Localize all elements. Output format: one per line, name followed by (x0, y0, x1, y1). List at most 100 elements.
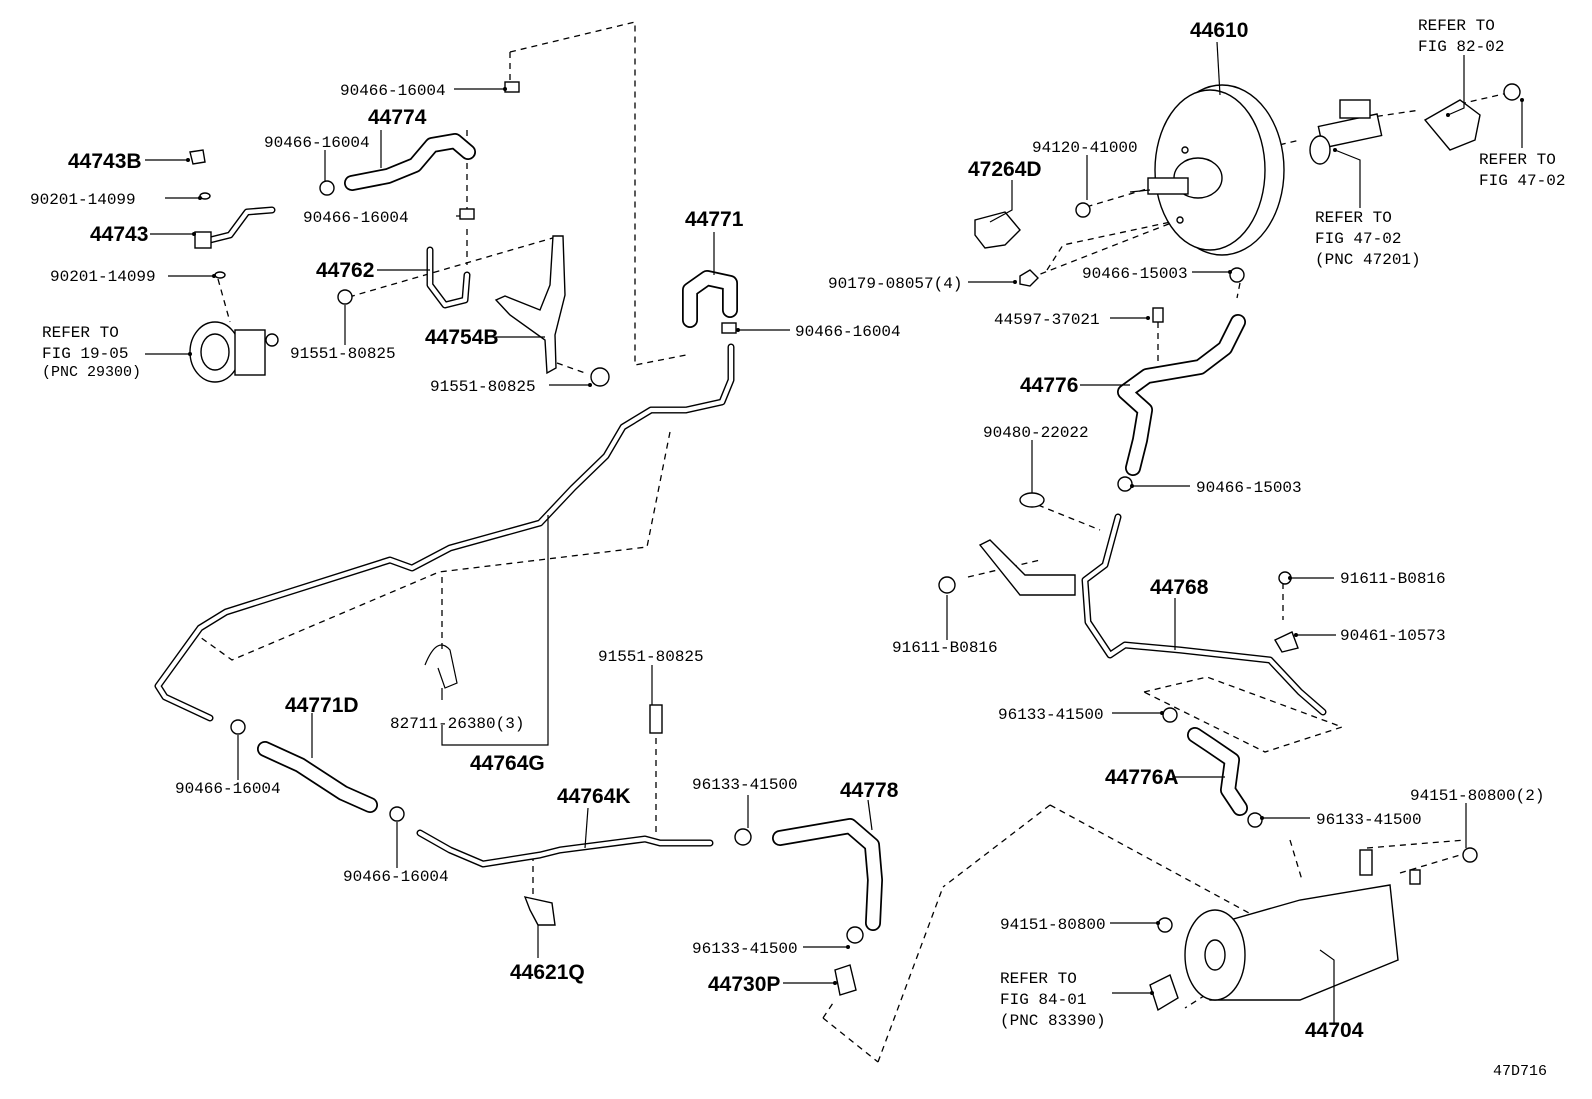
clamp-90461-shape (1274, 631, 1299, 653)
clip-90466-b-shape (319, 180, 335, 196)
label-refer-84-01-line1: REFER TO (1000, 970, 1077, 988)
label-44704: 44704 (1305, 1019, 1364, 1042)
clip-90466-15003b-shape (1117, 476, 1133, 492)
label-91611-B0816-right: 91611-B0816 (1340, 570, 1446, 588)
label-90466-15003-a: 90466-15003 (1082, 265, 1188, 283)
sensor-84-01-shape (1149, 974, 1179, 1012)
leader-dots (186, 87, 1524, 995)
pipes (154, 133, 1327, 931)
label-91551-80825-a: 91551-80825 (290, 345, 396, 363)
clip-90466-15003-shape (1229, 267, 1245, 283)
clip-90466-e-shape (230, 719, 246, 735)
label-44762: 44762 (316, 259, 374, 282)
label-44771D: 44771D (285, 694, 359, 717)
bolt-91611-l-shape (938, 576, 956, 594)
label-90201-14099-a: 90201-14099 (30, 191, 136, 209)
label-refer-47-02-right-line2: FIG 47-02 (1479, 172, 1565, 190)
label-96133-41500-d: 96133-41500 (692, 940, 798, 958)
label-diagram-code: 47D716 (1493, 1063, 1547, 1080)
leader-lines (145, 41, 1523, 1025)
label-91611-B0816-left: 91611-B0816 (892, 639, 998, 657)
clamp-44621Q-shape (523, 896, 556, 926)
bolt-91551-c-shape (649, 704, 663, 734)
label-44764G: 44764G (470, 752, 545, 775)
label-44621Q: 44621Q (510, 961, 585, 984)
label-44771: 44771 (685, 208, 744, 231)
grommet-94120-shape (1075, 202, 1091, 218)
label-44754B: 44754B (425, 326, 499, 349)
label-90466-16004-d: 90466-16004 (795, 323, 901, 341)
clip-90466-c-shape (459, 208, 475, 220)
label-82711-26380: 82711-26380(3) (390, 715, 524, 733)
label-44764K: 44764K (557, 785, 631, 808)
label-refer-19-05-line2: FIG 19-05 (42, 345, 128, 363)
bolt-91551-b-shape (590, 367, 610, 387)
bracket-44768-shape (978, 539, 1076, 596)
grommet-90480-shape (1019, 492, 1045, 508)
nut-90179-shape (1019, 269, 1039, 287)
label-refer-82-02-line2: FIG 82-02 (1418, 38, 1504, 56)
label-44768: 44768 (1150, 576, 1209, 599)
label-44610: 44610 (1190, 19, 1248, 42)
clip-90466-top-shape (504, 81, 520, 93)
label-91551-80825-c: 91551-80825 (598, 648, 704, 666)
label-44776A: 44776A (1105, 766, 1179, 789)
label-refer-19-05-line3: (PNC 29300) (42, 364, 141, 381)
vacuum-pump-shape (189, 321, 279, 383)
label-90480-22022: 90480-22022 (983, 424, 1089, 442)
bolt-91551-a-shape (337, 289, 353, 305)
washer-b-shape (214, 271, 226, 279)
clip-96133-c-shape (734, 828, 752, 846)
label-96133-41500-c: 96133-41500 (692, 776, 798, 794)
master-cylinder-shape (1309, 99, 1383, 165)
label-refer-47-02-left-line1: REFER TO (1315, 209, 1392, 227)
clip-96133-d-shape (846, 926, 864, 944)
clip-96133-a-shape (1162, 707, 1178, 723)
label-refer-84-01-line2: FIG 84-01 (1000, 991, 1086, 1009)
label-90179-08057: 90179-08057(4) (828, 275, 962, 293)
grommet-94151-shape (1157, 917, 1173, 933)
clevis-shape (974, 211, 1021, 249)
clip-90466-d-shape (721, 322, 737, 334)
label-refer-19-05-line1: REFER TO (42, 324, 119, 342)
clamp-82711-shape (424, 644, 458, 689)
clip-90466-f-shape (389, 806, 405, 822)
label-90466-16004-top: 90466-16004 (340, 82, 446, 100)
valve-44730P-shape (834, 964, 857, 996)
label-90201-14099-b: 90201-14099 (50, 268, 156, 286)
brake-booster-shape (1129, 84, 1285, 256)
bracket-82-02-shape (1423, 99, 1481, 151)
label-44743: 44743 (90, 223, 148, 246)
label-90466-16004-e: 90466-16004 (175, 780, 281, 798)
labels: 44610 REFER TO FIG 82-02 REFER TO FIG 47… (30, 17, 1565, 1080)
canister-shape (1184, 849, 1421, 1001)
label-91551-80825-b: 91551-80825 (430, 378, 536, 396)
label-refer-47-02-right-line1: REFER TO (1479, 151, 1556, 169)
bracket-44754B-shape (494, 235, 566, 375)
label-96133-41500-a: 96133-41500 (998, 706, 1104, 724)
label-90466-15003-b: 90466-15003 (1196, 479, 1302, 497)
label-refer-82-02-line1: REFER TO (1418, 17, 1495, 35)
label-44778: 44778 (840, 779, 899, 802)
label-90466-16004-f: 90466-16004 (343, 868, 449, 886)
label-96133-41500-b: 96133-41500 (1316, 811, 1422, 829)
label-90461-10573: 90461-10573 (1340, 627, 1446, 645)
label-47264D: 47264D (968, 158, 1042, 181)
grommet-47-02-shape (1503, 83, 1521, 101)
valve-44597-shape (1152, 307, 1164, 323)
label-44743B: 44743B (68, 150, 142, 173)
label-44597-37021: 44597-37021 (994, 311, 1100, 329)
label-90466-16004-c: 90466-16004 (303, 209, 409, 227)
label-94151-80800: 94151-80800 (1000, 916, 1106, 934)
label-90466-16004-b: 90466-16004 (264, 134, 370, 152)
label-94151-80800-2: 94151-80800(2) (1410, 787, 1544, 805)
union-44743-shape (194, 231, 212, 249)
clip-96133-b-shape (1247, 812, 1263, 828)
label-94120-41000: 94120-41000 (1032, 139, 1138, 157)
label-44774: 44774 (368, 106, 427, 129)
label-44730P: 44730P (708, 973, 780, 996)
label-refer-84-01-line3: (PNC 83390) (1000, 1012, 1106, 1030)
label-refer-47-02-left-line3: (PNC 47201) (1315, 251, 1421, 269)
grommet-94151-2-shape (1462, 847, 1478, 863)
